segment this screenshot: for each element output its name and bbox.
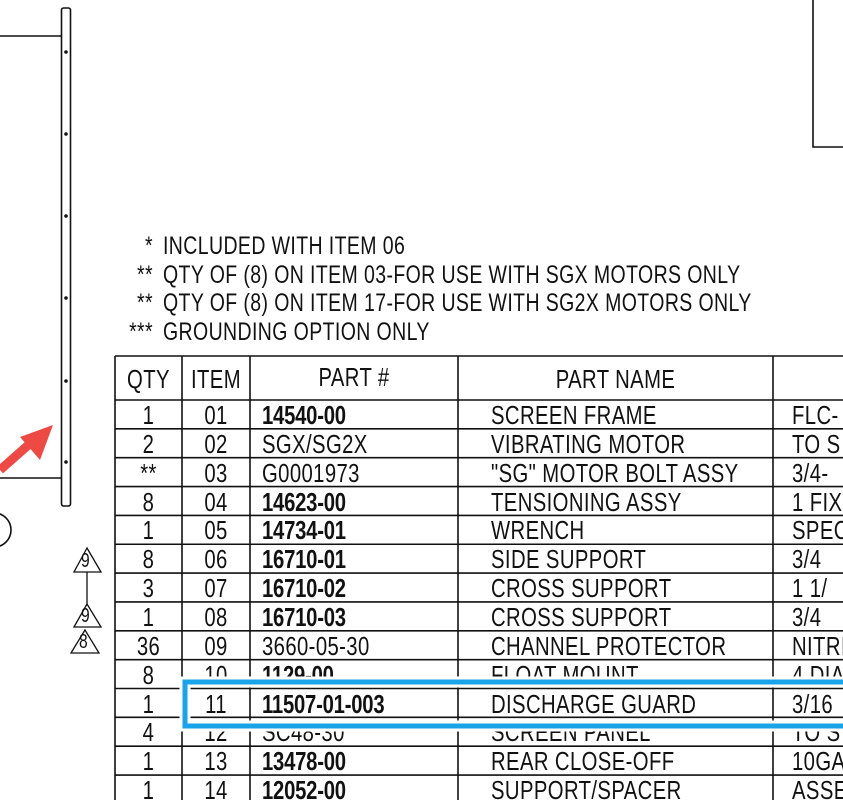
cell-part-name: CHANNEL PROTECTOR [491, 630, 727, 661]
cell-part-name: TENSIONING ASSY [491, 486, 682, 517]
note-mark: *** [129, 317, 153, 346]
cell-qty: 1 [142, 515, 155, 546]
cell-part-name: CROSS SUPPORT [491, 573, 672, 604]
cell-qty: 3 [142, 573, 155, 604]
cell-item: 07 [204, 573, 228, 604]
cell-qty: 1 [142, 688, 155, 719]
note-text: GROUNDING OPTION ONLY [163, 317, 430, 346]
cell-part-name: "SG" MOTOR BOLT ASSY [491, 457, 739, 488]
callout-balloon [0, 513, 12, 547]
cell-part-name: VIBRATING MOTOR [491, 428, 686, 459]
cell-qty: 1 [142, 601, 155, 632]
cell-part-number: 14623-00 [262, 486, 346, 517]
cell-item: 06 [204, 544, 228, 575]
cell-description: TO S [792, 428, 841, 459]
revision-number: 9 [81, 550, 91, 572]
cell-qty: 1 [142, 746, 155, 777]
cell-description: 3/4- [792, 457, 829, 488]
cell-item: 05 [204, 515, 228, 546]
header-qty: QTY [127, 364, 170, 394]
cell-item: 03 [204, 457, 228, 488]
note-mark: * [145, 232, 153, 260]
cell-item: 04 [204, 486, 228, 517]
cell-description: 1 FIX [792, 486, 843, 517]
cell-description: 1 1/ [792, 573, 828, 604]
highlight-halo [179, 676, 843, 732]
cell-part-name: CROSS SUPPORT [491, 601, 672, 632]
cell-item: 11 [205, 688, 227, 719]
cell-qty: 1 [142, 400, 155, 430]
cell-qty: 36 [136, 630, 161, 661]
cell-part-number: 13478-00 [262, 746, 346, 777]
cell-description: FLC- [792, 400, 839, 430]
cell-description: 3/4 [792, 544, 822, 575]
cell-part-number: SGX/SG2X [262, 428, 368, 459]
cell-description: 3/16 [792, 688, 834, 719]
revision-number: 8 [79, 631, 89, 653]
highlight-box-item-11 [182, 679, 843, 729]
cell-item: 02 [204, 428, 228, 459]
cell-part-number: 16710-01 [262, 544, 346, 575]
note-text: INCLUDED WITH ITEM 06 [163, 232, 406, 260]
cell-part-name: DISCHARGE GUARD [491, 688, 697, 719]
note-text: QTY OF (8) ON ITEM 03-FOR USE WITH SGX M… [163, 260, 741, 289]
frame-side-bar [0, 7, 72, 507]
note-text: QTY OF (8) ON ITEM 17-FOR USE WITH SG2X … [163, 289, 752, 318]
cell-qty: ** [140, 457, 157, 488]
cell-part-name: REAR CLOSE-OFF [491, 746, 675, 777]
cell-description: 3/4 [792, 601, 822, 632]
cell-qty: 1 [142, 775, 155, 805]
note-mark: ** [137, 289, 153, 318]
cell-description: SPEC [792, 515, 843, 546]
cell-item: 08 [204, 601, 228, 632]
cell-part-number: 14734-01 [262, 515, 346, 546]
bolt-holes [64, 50, 68, 464]
revision-triangle-icon [72, 602, 103, 628]
cell-qty: 4 [142, 717, 155, 748]
cell-part-number: 14540-00 [262, 400, 346, 430]
cell-part-name: SCREEN FRAME [491, 400, 657, 430]
cell-part-number: G0001973 [262, 457, 360, 488]
cell-description: NITRI [792, 630, 843, 661]
cell-qty: 2 [142, 428, 155, 459]
cell-qty: 8 [142, 659, 155, 690]
red-arrow-icon [0, 425, 53, 474]
note-mark: ** [137, 260, 153, 289]
cell-item: 01 [204, 400, 228, 430]
header-item: ITEM [190, 364, 241, 394]
cell-item: 13 [204, 746, 228, 777]
cell-part-name: SIDE SUPPORT [491, 544, 647, 575]
cell-part-number: 16710-03 [262, 601, 346, 632]
revision-triangles [69, 546, 103, 654]
revision-triangle-icon [69, 628, 101, 654]
cell-part-name: WRENCH [491, 515, 585, 546]
header-part-number: PART # [318, 362, 390, 392]
cell-part-number: 3660-05-30 [262, 630, 370, 661]
cell-qty: 8 [142, 486, 155, 517]
view-border [812, 0, 843, 148]
cell-part-number: 16710-02 [262, 573, 346, 604]
bom-table-grid [114, 355, 843, 800]
revision-number: 9 [81, 605, 91, 627]
cell-qty: 8 [142, 544, 155, 575]
cell-item: 09 [204, 630, 228, 661]
cell-part-number: 11507-01-003 [262, 688, 385, 719]
cell-item: 14 [204, 775, 228, 805]
header-part-name: PART NAME [555, 364, 676, 394]
cell-description: 10GA [792, 746, 843, 777]
